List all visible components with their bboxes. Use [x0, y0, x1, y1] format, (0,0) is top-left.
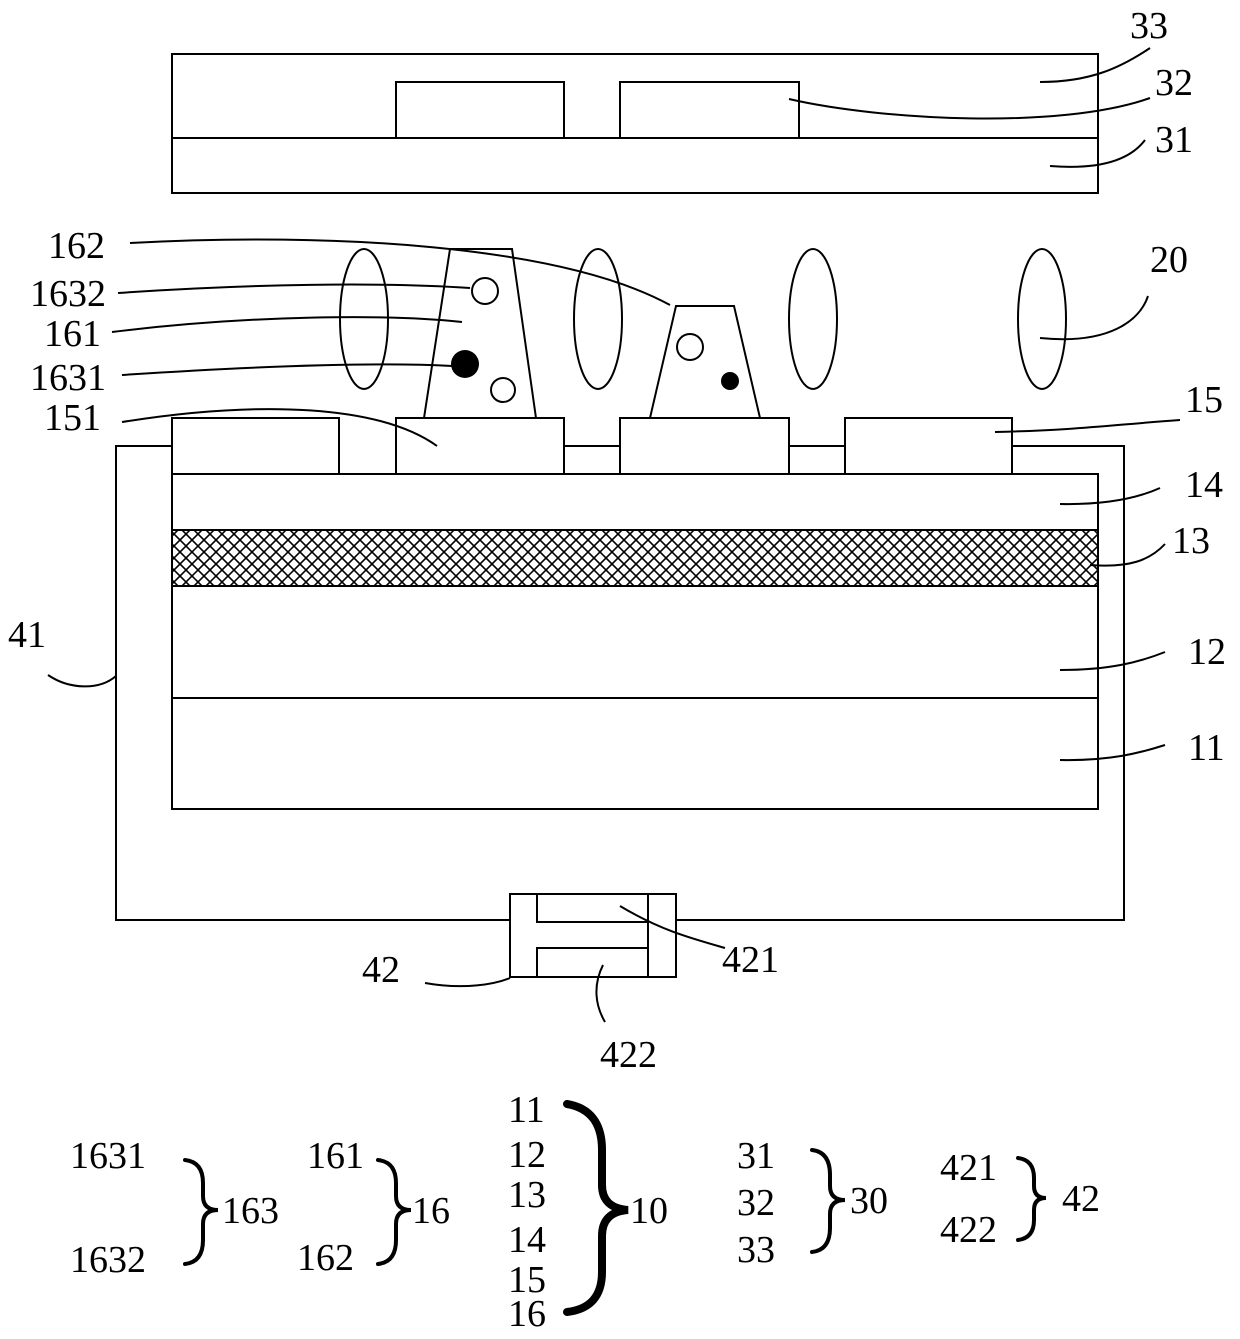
- label-32: 32: [1155, 62, 1193, 104]
- particle-1631-b: [721, 372, 739, 390]
- legend-1632: 1632: [70, 1239, 146, 1281]
- legend-16: 16: [412, 1190, 450, 1232]
- legend-10: 10: [630, 1190, 668, 1232]
- particle-1631-a: [451, 350, 479, 378]
- label-31: 31: [1155, 119, 1193, 161]
- electrode-15-1: [172, 418, 339, 474]
- label-15: 15: [1185, 379, 1223, 421]
- lc-molecule-2: [574, 249, 622, 389]
- component-42-body: [510, 894, 676, 977]
- component-42: [510, 894, 676, 977]
- legend-163: 163: [222, 1190, 279, 1232]
- label-1632: 1632: [30, 273, 106, 315]
- legend-12: 12: [508, 1134, 546, 1176]
- label-42: 42: [362, 949, 400, 991]
- spacer-161: [424, 249, 536, 418]
- label-13: 13: [1172, 520, 1210, 562]
- layer-13: [172, 530, 1098, 586]
- brace-10: [567, 1104, 628, 1312]
- brace-163: [185, 1160, 218, 1264]
- electrode-32-right: [620, 82, 799, 138]
- upper-substrate: [172, 54, 1098, 193]
- label-14: 14: [1185, 464, 1223, 506]
- electrode-151: [396, 418, 564, 474]
- electrode-32-left: [396, 82, 564, 138]
- legend-33: 33: [737, 1229, 775, 1271]
- label-421: 421: [722, 939, 779, 981]
- label-161: 161: [44, 313, 101, 355]
- legend-422: 422: [940, 1209, 997, 1251]
- legend-161: 161: [307, 1135, 364, 1177]
- label-41: 41: [8, 614, 46, 656]
- label-151: 151: [44, 397, 101, 439]
- legend-421: 421: [940, 1147, 997, 1189]
- electrode-15-4: [845, 418, 1012, 474]
- label-12: 12: [1188, 631, 1226, 673]
- layer-stack: [172, 474, 1098, 809]
- lc-molecule-3: [789, 249, 837, 389]
- lc-molecule-1: [340, 249, 388, 389]
- legend-31: 31: [737, 1135, 775, 1177]
- spacer-162: [650, 306, 760, 418]
- legend-16-item: 16: [508, 1293, 546, 1335]
- legend-1631: 1631: [70, 1135, 146, 1177]
- legend-32: 32: [737, 1182, 775, 1224]
- brace-16: [378, 1160, 411, 1264]
- brace-30: [812, 1150, 845, 1252]
- label-1631: 1631: [30, 357, 106, 399]
- label-422: 422: [600, 1034, 657, 1076]
- electrode-15-3: [620, 418, 789, 474]
- lower-substrate: [172, 418, 1098, 809]
- legend-162: 162: [297, 1237, 354, 1279]
- legend: 1631 1632 163 161 162 16 11 12 13 14 15 …: [70, 1089, 1100, 1335]
- label-33: 33: [1130, 5, 1168, 47]
- label-20: 20: [1150, 239, 1188, 281]
- brace-42: [1018, 1158, 1046, 1240]
- lc-molecule-4: [1018, 249, 1066, 389]
- label-11: 11: [1188, 727, 1225, 769]
- legend-30: 30: [850, 1180, 888, 1222]
- legend-42: 42: [1062, 1178, 1100, 1220]
- legend-14: 14: [508, 1219, 546, 1261]
- label-162: 162: [48, 225, 105, 267]
- legend-13: 13: [508, 1174, 546, 1216]
- legend-11: 11: [508, 1089, 545, 1131]
